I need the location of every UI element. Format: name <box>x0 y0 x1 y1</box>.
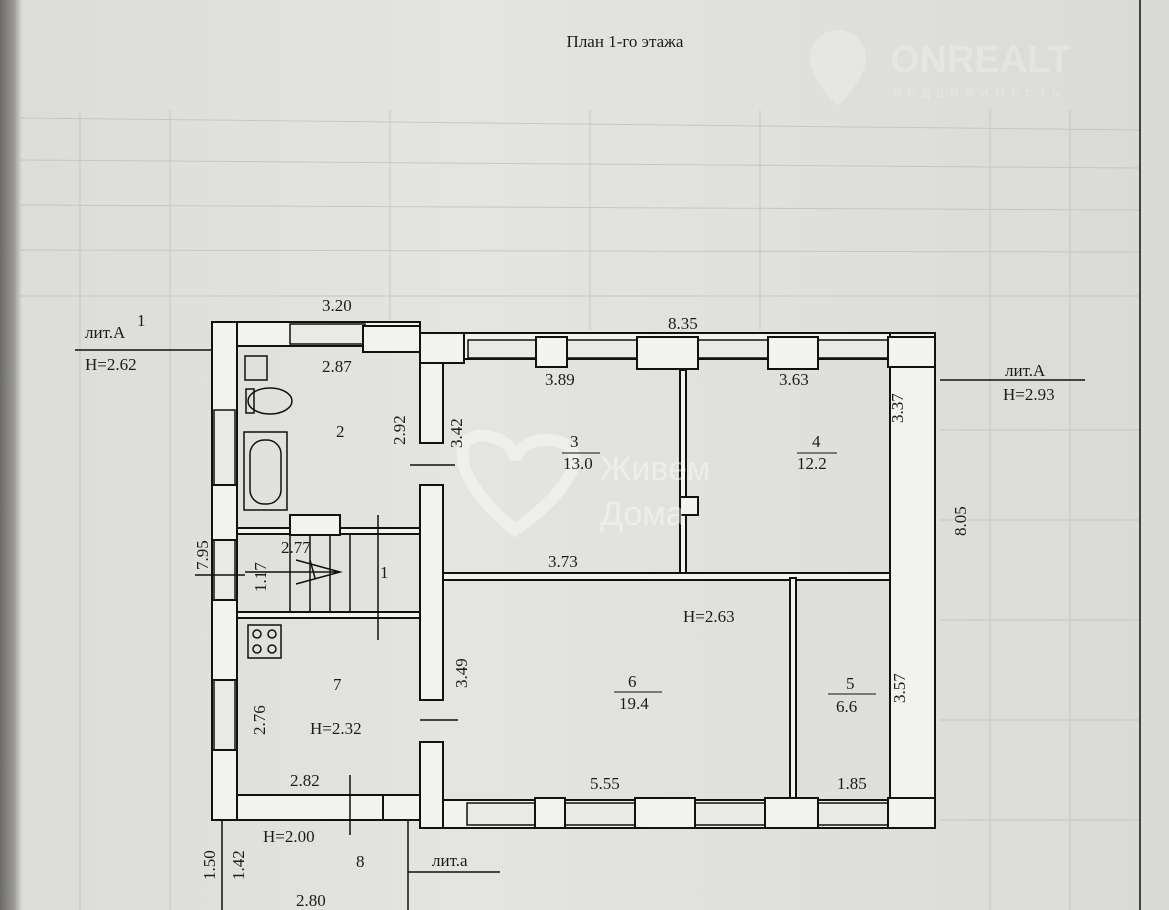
svg-text:1.17: 1.17 <box>251 562 270 592</box>
svg-text:H=2.32: H=2.32 <box>310 719 362 738</box>
svg-text:3.42: 3.42 <box>447 418 466 448</box>
svg-text:7.95: 7.95 <box>193 540 212 570</box>
room-4: 4 <box>812 432 821 451</box>
svg-text:ONREALT: ONREALT <box>890 39 1071 81</box>
lit-a-label: лит.А <box>1005 361 1046 380</box>
svg-text:19.4: 19.4 <box>619 694 649 713</box>
svg-text:недвижимость: недвижимость <box>893 84 1066 101</box>
main-height: H=2.63 <box>683 607 735 626</box>
room-1: 1 <box>380 563 389 582</box>
svg-text:H=2.93: H=2.93 <box>1003 385 1055 404</box>
background-grid <box>19 110 1141 910</box>
svg-text:12.2: 12.2 <box>797 454 827 473</box>
svg-text:3.20: 3.20 <box>322 296 352 315</box>
svg-text:6.6: 6.6 <box>836 697 857 716</box>
svg-text:2.76: 2.76 <box>250 705 269 735</box>
toilet-icon <box>244 355 293 415</box>
svg-text:8.05: 8.05 <box>951 506 970 536</box>
onrealt-watermark: ONREALT недвижимость <box>810 30 1071 106</box>
wall-piers <box>211 325 936 829</box>
svg-text:2.80: 2.80 <box>296 891 326 910</box>
plan-labels: лит.А 1 H=2.62 лит.А H=2.93 лит.а 1 2 3 … <box>85 296 1055 910</box>
svg-text:3.63: 3.63 <box>779 370 809 389</box>
leader-lines <box>75 349 1085 835</box>
zhivem-doma-watermark: Живем Дома <box>456 429 710 538</box>
svg-text:Живем: Живем <box>600 450 710 488</box>
svg-text:3.49: 3.49 <box>452 658 471 688</box>
plan-title: План 1-го этажа <box>567 32 684 51</box>
svg-text:3.89: 3.89 <box>545 370 575 389</box>
room-5: 5 <box>846 674 855 693</box>
lit-a1-label: лит.А <box>85 323 126 342</box>
svg-text:1.85: 1.85 <box>837 774 867 793</box>
svg-text:2.92: 2.92 <box>390 415 409 445</box>
room-7: 7 <box>333 675 342 694</box>
walls <box>211 321 936 829</box>
svg-text:1.42: 1.42 <box>229 850 248 880</box>
svg-text:2.77: 2.77 <box>281 538 311 557</box>
svg-text:Дома: Дома <box>600 495 685 533</box>
svg-text:3.73: 3.73 <box>548 552 578 571</box>
room-2: 2 <box>336 422 345 441</box>
room-3: 3 <box>570 432 579 451</box>
svg-text:2.87: 2.87 <box>322 357 352 376</box>
svg-text:3.37: 3.37 <box>888 393 907 423</box>
svg-text:H=2.00: H=2.00 <box>263 827 315 846</box>
svg-text:5.55: 5.55 <box>590 774 620 793</box>
room-8: 8 <box>356 852 365 871</box>
bathtub-icon <box>243 431 288 511</box>
porch-outline <box>221 820 500 910</box>
svg-text:2.82: 2.82 <box>290 771 320 790</box>
svg-text:8.35: 8.35 <box>668 314 698 333</box>
svg-text:13.0: 13.0 <box>563 454 593 473</box>
stairs-icon <box>245 535 351 612</box>
svg-text:лит.а: лит.а <box>432 851 468 870</box>
stove-icon <box>247 624 282 659</box>
svg-text:H=2.62: H=2.62 <box>85 355 137 374</box>
svg-text:3.57: 3.57 <box>890 673 909 703</box>
svg-text:1.50: 1.50 <box>200 850 219 880</box>
svg-text:1: 1 <box>137 311 146 330</box>
room-6: 6 <box>628 672 637 691</box>
